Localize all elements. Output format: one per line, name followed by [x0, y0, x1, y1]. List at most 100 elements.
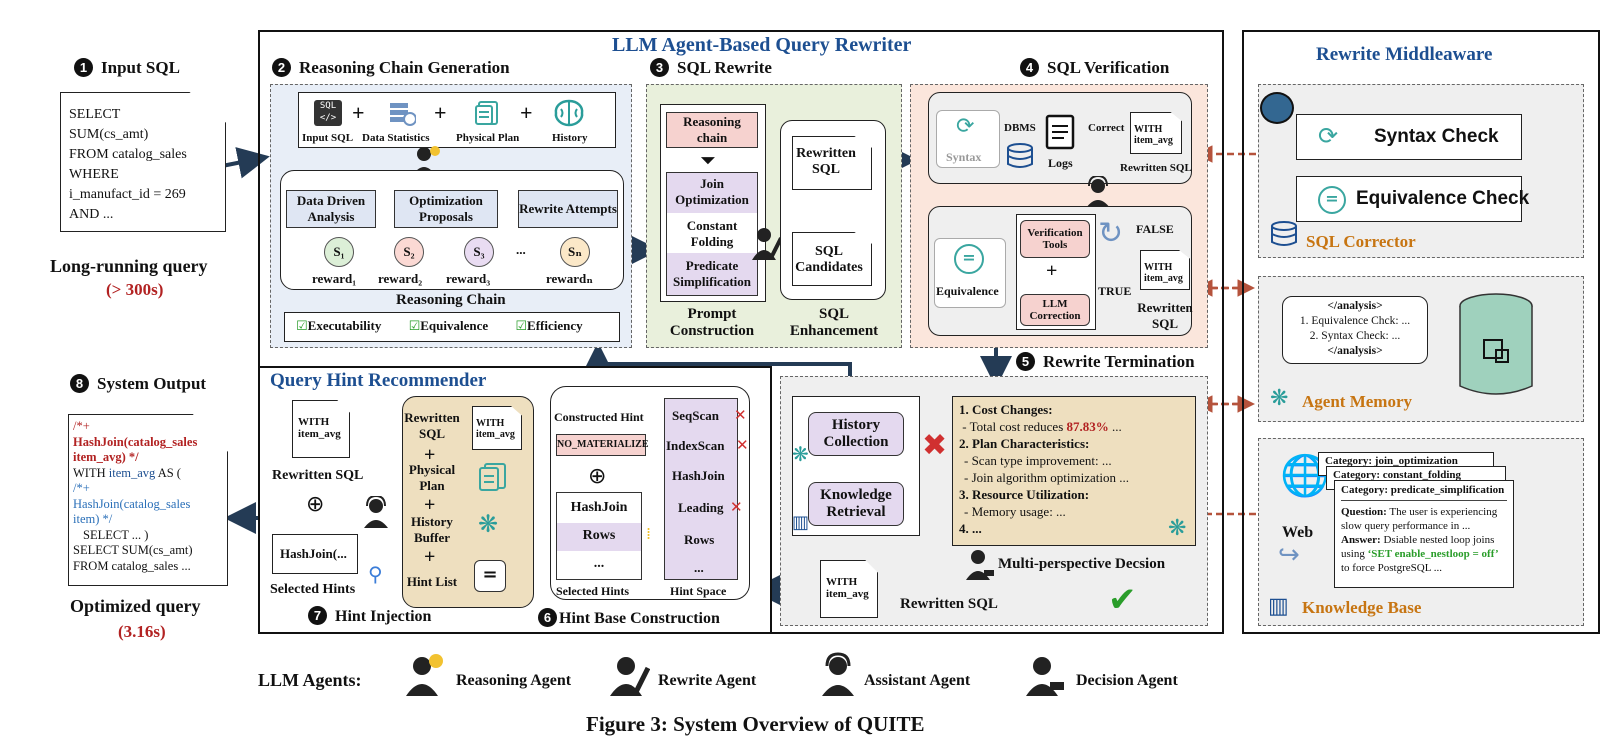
buffer-brain-icon: ❋ [478, 510, 499, 538]
selected-hashjoin: HashJoin [570, 500, 628, 515]
checks-row: ☑Executability ☑Equivalence ☑Efficiency [296, 318, 583, 334]
plus-icon: + [520, 100, 533, 125]
plus-icon: + [424, 494, 436, 516]
equiv-with-doc: WITH item_avg [1144, 262, 1183, 284]
legend-rewrite-icon [610, 652, 651, 701]
memory-cylinder-icon [1456, 292, 1536, 407]
kb-category-1: Category: join_optimization [1325, 455, 1458, 467]
output-hint-line-2: item_avg) */ [73, 450, 139, 464]
verification-tools: Verification Tools [1020, 220, 1090, 258]
s2-history: History [552, 132, 588, 144]
sparkle-icon: ⁞ [646, 524, 652, 543]
hint-space-box [664, 398, 738, 580]
check-executability: Executability [307, 318, 382, 333]
sql-enhancement-label: SQL Enhancement [789, 306, 879, 339]
selected-ellipsis: ... [593, 556, 605, 571]
legend-assistant-agent: Assistant Agent [864, 672, 971, 689]
agent-memory-brain-icon: ❋ [1270, 386, 1289, 411]
legend-reasoning-agent: Reasoning Agent [456, 672, 572, 689]
kb-question: Question: The user is experiencing slow … [1341, 506, 1498, 532]
equivalence-check-label: Equivalence Check [1356, 188, 1530, 209]
syntax-node [936, 110, 1000, 168]
step-data-driven-analysis: Data Driven Analysis [286, 190, 376, 228]
output-from: FROM catalog_sales ... [73, 558, 191, 573]
check-icon: ☑ [296, 319, 308, 334]
prompt-predicate-simplification: Predicate Simplification [672, 258, 751, 289]
buffer-plan-icon [478, 462, 508, 497]
reward-1: reward₁ [312, 271, 357, 286]
step-rewrite-attempts: Rewrite Attempts [518, 190, 618, 228]
equivalence-icon: = [954, 244, 984, 274]
selected-hint-text: HashJoin(... [280, 546, 347, 561]
hint-input-doc [292, 400, 350, 458]
books-icon: ▥ [792, 512, 810, 533]
correct-label: Correct [1088, 122, 1125, 134]
state-s1: S₁ [324, 237, 354, 267]
true-label: TRUE [1098, 284, 1132, 298]
criteria-plan-line-1: - Scan type improvement: ... [964, 453, 1112, 468]
kb-category-2: Category: constant_folding [1333, 469, 1462, 481]
sql-icon: SQL</> [314, 100, 342, 126]
buffer-hint-list: Hint List [406, 574, 458, 589]
syntax-check-icon: ⟳ [1318, 122, 1339, 150]
s3-sql-candidates: SQL Candidates [795, 244, 863, 275]
state-ellipsis: ... [516, 242, 526, 257]
s3-rewritten-sql: Rewritten SQL [796, 146, 856, 177]
legend-assistant-icon [818, 652, 858, 701]
hint-rewritten-sql: Rewritten SQL [272, 468, 364, 483]
verified-sql-doc [1130, 112, 1182, 154]
output-caption: Optimized query [70, 596, 201, 616]
hint-leading: Leading [678, 500, 724, 515]
state-s3: S₃ [464, 237, 494, 267]
rewritten-sql-doc [792, 136, 872, 190]
llm-correction: LLM Correction [1020, 294, 1090, 326]
x-icon: ✕ [730, 498, 743, 516]
constructed-hint-label: Constructed Hint [554, 410, 644, 424]
buffer-history: History Buffer [411, 514, 453, 545]
plus-icon: + [434, 100, 447, 125]
hint-title: Query Hint Recommender [270, 370, 487, 391]
output-time: (3.16s) [118, 622, 166, 641]
input-time: (> 300s) [106, 280, 164, 299]
kb-books-icon: ▥ [1268, 594, 1289, 619]
output-hint-line-1: HashJoin(catalog_sales [73, 434, 198, 449]
equivalence-label: Equivalence [936, 284, 999, 298]
corrector-panel [1258, 84, 1584, 258]
agent-memory-label: Agent Memory [1302, 392, 1412, 411]
oplus-icon: ⊕ [306, 492, 325, 517]
selected-hints-label: Selected Hints [270, 582, 356, 597]
equiv-sql-doc [1140, 250, 1190, 290]
s2-physical-plan: Physical Plan [456, 132, 520, 144]
selected-hint-box [272, 534, 358, 574]
middleware-title: Rewrite Middleaware [1316, 44, 1493, 65]
logs-icon [1044, 112, 1078, 157]
hint-seqscan: SeqScan [672, 408, 719, 423]
buffer-physical-plan: Physical Plan [408, 462, 456, 493]
figure-caption: Figure 3: System Overview of QUITE [586, 712, 925, 736]
legend-reasoning-icon [404, 652, 444, 701]
plus-icon: + [352, 100, 365, 125]
syntax-check-box [1296, 114, 1522, 160]
x-icon: ✕ [734, 406, 747, 424]
output-select: SELECT SUM(cs_amt) [73, 543, 193, 557]
selected-list-box [556, 492, 642, 580]
check-efficiency: Efficiency [527, 318, 583, 333]
kb-category-3: Category: predicate_simplification [1341, 484, 1505, 496]
rewriter-title: LLM Agent-Based Query Rewriter [612, 34, 912, 56]
buffer-sql-doc [472, 406, 522, 450]
hint-indexscan: IndexScan [666, 438, 725, 453]
funnel-icon: ⏷ [700, 150, 716, 172]
reasoning-chain-label: Reasoning Chain [396, 292, 506, 308]
s2-input-sql: Input SQL [302, 132, 354, 144]
reward-3: reward₃ [446, 271, 491, 286]
syntax-check-label: Syntax Check [1374, 126, 1499, 147]
buffer-rewritten-sql: Rewritten SQL [404, 410, 460, 441]
oplus-icon: ⊕ [588, 464, 607, 489]
check-icon: ☑ [408, 319, 421, 334]
legend-label: LLM Agents: [258, 670, 362, 690]
